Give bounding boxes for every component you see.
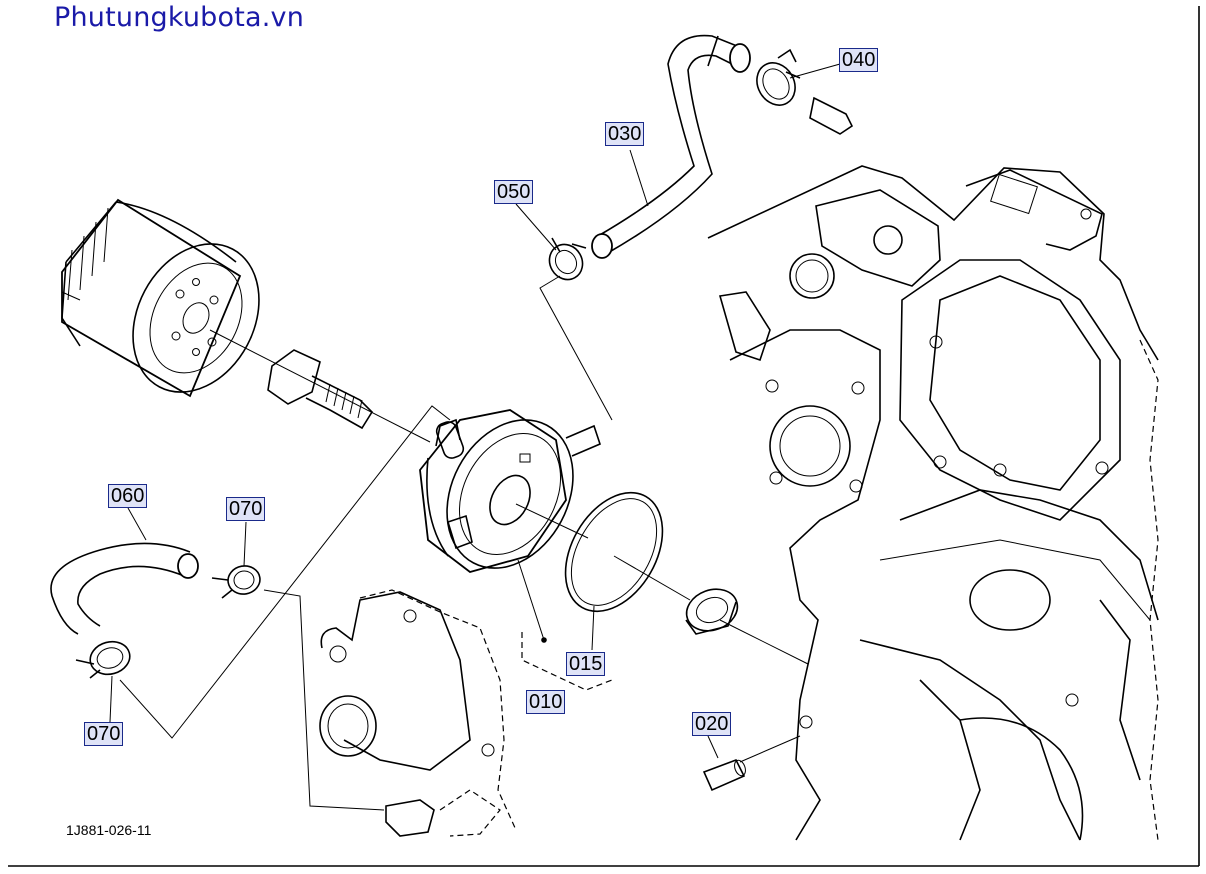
threaded-nipple bbox=[209, 329, 431, 443]
oil-cooler bbox=[419, 409, 601, 573]
callout-020[interactable]: 020 bbox=[692, 712, 732, 736]
clamp-070-upper bbox=[211, 565, 261, 599]
clamp-070-lower bbox=[75, 640, 131, 679]
o-ring bbox=[564, 491, 664, 613]
spacer-ring bbox=[685, 588, 739, 635]
dowel-pin bbox=[702, 735, 801, 792]
engine-block bbox=[707, 165, 1159, 841]
diagram-frame bbox=[8, 6, 1200, 867]
hose-060 bbox=[50, 542, 199, 635]
callout-070-lower[interactable]: 070 bbox=[84, 722, 124, 746]
callout-015[interactable]: 015 bbox=[566, 652, 606, 676]
hose-030 bbox=[591, 34, 751, 259]
clamp-040 bbox=[756, 48, 854, 135]
callout-040[interactable]: 040 bbox=[839, 48, 879, 72]
site-title[interactable]: Phutungkubota.vn bbox=[54, 2, 305, 33]
clamp-050 bbox=[548, 237, 587, 281]
callout-030[interactable]: 030 bbox=[605, 122, 645, 146]
callout-060[interactable]: 060 bbox=[108, 484, 148, 508]
callout-010[interactable]: 010 bbox=[526, 690, 566, 714]
leader-lines bbox=[109, 63, 841, 811]
drawing-code: 1J881-026-11 bbox=[66, 822, 152, 838]
callout-070-upper[interactable]: 070 bbox=[226, 497, 266, 521]
callout-050[interactable]: 050 bbox=[494, 180, 534, 204]
oil-filter bbox=[61, 198, 260, 398]
water-pump bbox=[319, 589, 517, 837]
